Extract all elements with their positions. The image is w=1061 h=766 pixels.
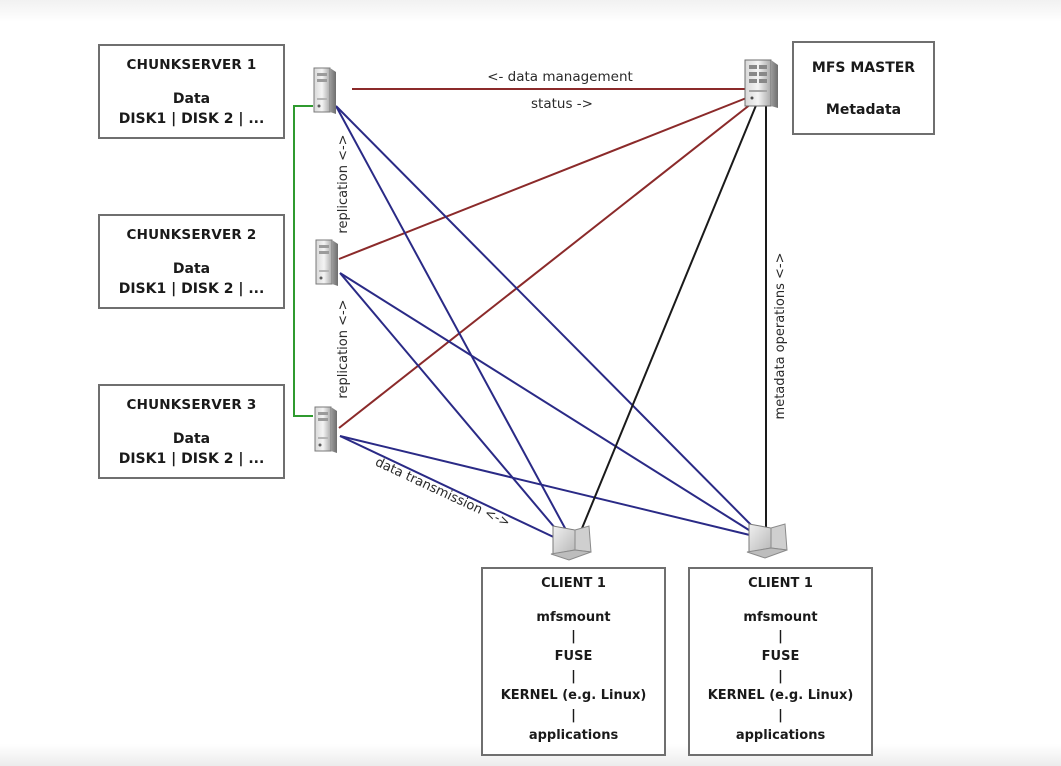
management-line-cs2 xyxy=(338,94,755,260)
chunkserver-title: CHUNKSERVER 2 xyxy=(126,227,257,243)
client-title: CLIENT 1 xyxy=(748,576,813,591)
client-stack-separator: | xyxy=(778,708,783,724)
chunkserver-disks: DISK1 | DISK 2 | ... xyxy=(118,451,265,467)
management-line-cs3 xyxy=(338,99,757,429)
chunkserver-2-box: CHUNKSERVER 2 Data DISK1 | DISK 2 | ... xyxy=(98,214,285,309)
client-stack-separator: | xyxy=(778,629,783,645)
client-computer-icon xyxy=(550,525,592,561)
server-icon xyxy=(315,239,338,286)
server-icon xyxy=(314,406,337,453)
client-stack-separator: | xyxy=(571,708,576,724)
data-management-label: <- data management xyxy=(487,69,633,85)
chunkserver-title: CHUNKSERVER 1 xyxy=(126,57,257,73)
data-line-cs2-client2 xyxy=(339,272,761,538)
replication-label-lower: replication <-> xyxy=(336,299,351,398)
data-line-cs1-client2 xyxy=(335,105,764,538)
metadata-operations-label: metadata operations <-> xyxy=(773,253,788,420)
chunkserver-content: Data xyxy=(172,261,211,277)
client-stack-applications: applications xyxy=(735,727,826,743)
master-content: Metadata xyxy=(825,102,902,118)
replication-label-upper: replication <-> xyxy=(336,134,351,233)
chunkserver-content: Data xyxy=(172,91,211,107)
master-server-icon xyxy=(744,59,778,108)
metadata-lines xyxy=(577,102,767,539)
data-line-cs3-client1 xyxy=(339,435,563,542)
data-transmission-label: data transmission <-> xyxy=(373,455,513,531)
client-stack-kernel: KERNEL (e.g. Linux) xyxy=(500,688,647,704)
client-stack-kernel: KERNEL (e.g. Linux) xyxy=(707,688,854,704)
client-stack-fuse: FUSE xyxy=(554,649,593,665)
metadata-line-client1 xyxy=(577,102,758,539)
client-stack-fuse: FUSE xyxy=(761,649,800,665)
client-stack-applications: applications xyxy=(528,727,619,743)
management-lines xyxy=(338,88,757,429)
data-line-cs2-client1 xyxy=(339,272,567,542)
data-line-cs3-client2 xyxy=(339,435,759,538)
client-stack-separator: | xyxy=(778,668,783,684)
status-label: status -> xyxy=(531,96,593,112)
server-icon xyxy=(313,67,336,114)
client-stack-separator: | xyxy=(571,668,576,684)
replication-bracket xyxy=(293,105,313,417)
client-title: CLIENT 1 xyxy=(541,576,606,591)
chunkserver-1-box: CHUNKSERVER 1 Data DISK1 | DISK 2 | ... xyxy=(98,44,285,139)
client-stack-separator: | xyxy=(571,629,576,645)
chunkserver-disks: DISK1 | DISK 2 | ... xyxy=(118,281,265,297)
master-title: MFS MASTER xyxy=(811,60,916,76)
client-stack-mfsmount: mfsmount xyxy=(536,609,611,625)
chunkserver-3-box: CHUNKSERVER 3 Data DISK1 | DISK 2 | ... xyxy=(98,384,285,479)
chunkserver-title: CHUNKSERVER 3 xyxy=(126,397,257,413)
client-box-2: CLIENT 1 mfsmount | FUSE | KERNEL (e.g. … xyxy=(688,567,873,756)
mfs-master-box: MFS MASTER Metadata xyxy=(792,41,935,135)
client-box-1: CLIENT 1 mfsmount | FUSE | KERNEL (e.g. … xyxy=(481,567,666,756)
chunkserver-content: Data xyxy=(172,431,211,447)
data-transmission-lines xyxy=(335,105,764,542)
client-computer-icon xyxy=(746,523,788,559)
data-line-cs1-client1 xyxy=(335,105,573,542)
client-stack-mfsmount: mfsmount xyxy=(743,609,818,625)
chunkserver-disks: DISK1 | DISK 2 | ... xyxy=(118,111,265,127)
